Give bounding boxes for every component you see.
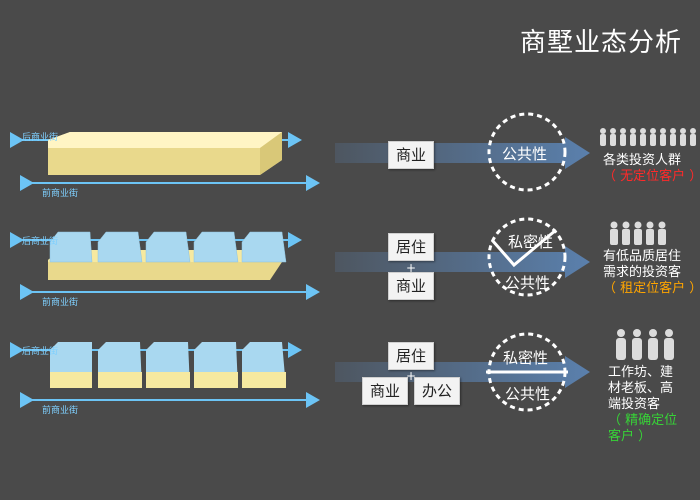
- label-office: 办公: [414, 377, 460, 405]
- label-commercial: 商业: [388, 141, 434, 169]
- label-residence: 居住: [388, 342, 434, 370]
- audience-description: 有低品质居住 需求的投资客 （ 租定位客户 ）: [603, 249, 700, 296]
- plus-sign: +: [406, 369, 417, 383]
- front-street-label: 前商业街: [42, 406, 79, 416]
- label-commercial: 商业: [362, 377, 408, 405]
- circle-upper-text: 私密性: [508, 233, 554, 251]
- rear-street-label: 后商业街: [22, 133, 59, 143]
- front-street-label: 前商业街: [42, 298, 79, 308]
- label-commercial: 商业: [388, 272, 434, 300]
- people-icon: [600, 128, 696, 146]
- circle-lower-text: 公共性: [505, 274, 551, 292]
- front-street-label: 前商业街: [42, 189, 79, 199]
- row-1-diagram: [10, 112, 590, 192]
- plus-sign: +: [406, 261, 417, 275]
- circle-upper-text: 私密性: [503, 349, 549, 367]
- audience-description: 工作坊、建 材老板、高 端投资客 （ 精确定位 客户 ）: [608, 365, 678, 444]
- label-residence: 居住: [388, 233, 434, 261]
- circle-lower-text: 公共性: [505, 385, 551, 403]
- circle-lower-text: 公共性: [502, 145, 548, 163]
- people-icon: [610, 221, 666, 245]
- publicity-circle: [487, 112, 567, 192]
- flow-arrow: [335, 137, 590, 169]
- rear-street-label: 后商业街: [22, 347, 59, 357]
- rear-street-label: 后商业街: [22, 237, 59, 247]
- page-title: 商墅业态分析: [519, 28, 682, 58]
- audience-description: 各类投资人群 （ 无定位客户 ）: [603, 153, 700, 184]
- people-icon: [616, 329, 674, 360]
